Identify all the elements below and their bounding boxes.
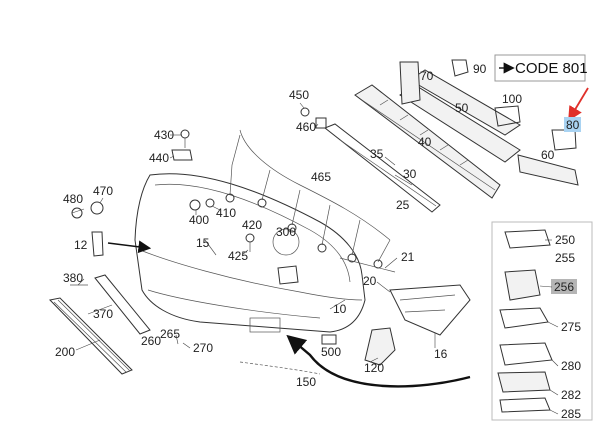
callout-150: 150 [296, 375, 316, 389]
bumper-cover [134, 173, 366, 333]
callout-370: 370 [93, 307, 113, 321]
callout-100: 100 [502, 92, 522, 106]
bracket-100 [494, 105, 521, 127]
callout-410: 410 [216, 206, 236, 220]
bolt-450 [300, 107, 310, 117]
callout-20: 20 [363, 274, 377, 288]
callout-400: 400 [189, 213, 209, 227]
callout-465: 465 [311, 170, 331, 184]
callout-50: 50 [455, 101, 469, 115]
callout-70: 70 [420, 69, 434, 83]
callout-460: 460 [296, 120, 316, 134]
callout-10: 10 [333, 302, 347, 316]
sensor-400 [189, 199, 201, 211]
code-label: CODE 801 [515, 60, 588, 77]
bracket-12 [91, 231, 104, 257]
arrow-to-12 [107, 240, 152, 254]
leader-lines [71, 102, 559, 415]
callout-300: 300 [276, 225, 296, 239]
bracket-80 [551, 129, 577, 151]
callout-25: 25 [396, 198, 410, 212]
curved-arrow [286, 334, 471, 388]
callout-250: 250 [555, 233, 575, 247]
strip-21 [339, 257, 396, 273]
callout-30: 30 [403, 167, 417, 181]
bolt-420 [245, 233, 255, 252]
sensor-470 [90, 201, 104, 215]
bracket-16 [389, 284, 471, 336]
callout-200: 200 [55, 345, 75, 359]
bracket-15 [204, 239, 217, 256]
bracket-60 [517, 154, 579, 186]
callout-255: 255 [555, 251, 575, 265]
callout-15: 15 [196, 236, 210, 250]
callout-12: 12 [74, 238, 88, 252]
clip-460 [315, 117, 327, 129]
callout-285: 285 [561, 407, 581, 421]
callout-270: 270 [193, 341, 213, 355]
callout-425: 425 [228, 249, 248, 263]
callout-80: 80 [566, 118, 580, 132]
clip-500 [321, 334, 337, 345]
callout-90: 90 [473, 62, 487, 76]
callout-275: 275 [561, 320, 581, 334]
callout-440: 440 [149, 151, 169, 165]
callout-21: 21 [401, 250, 415, 264]
callout-430: 430 [154, 128, 174, 142]
callout-40: 40 [418, 135, 432, 149]
callout-450: 450 [289, 88, 309, 102]
red-indicator-arrow [568, 87, 589, 122]
lower-grille [49, 297, 133, 375]
reference-panel [491, 221, 593, 421]
wiring-harness [225, 129, 391, 269]
callout-260: 260 [141, 334, 161, 348]
sensor-410 [205, 198, 215, 208]
callout-265: 265 [160, 327, 180, 341]
impact-bar [354, 84, 501, 199]
callout-470: 470 [93, 184, 113, 198]
absorber-50 [409, 69, 521, 136]
callout-256: 256 [554, 280, 574, 294]
highlight-80 [564, 117, 581, 132]
callout-420: 420 [242, 218, 262, 232]
callout-60: 60 [541, 148, 555, 162]
clip-440 [171, 149, 193, 161]
side-rail-25 [324, 123, 441, 213]
callout-35: 35 [370, 147, 384, 161]
callout-480: 480 [63, 192, 83, 206]
callout-280: 280 [561, 359, 581, 373]
callout-16: 16 [434, 347, 448, 361]
sensor-480 [71, 207, 83, 219]
chrome-strip [239, 361, 321, 375]
cover-300 [272, 228, 300, 285]
fastener-430 [180, 129, 190, 148]
bracket-90 [451, 59, 469, 77]
callout-500: 500 [321, 345, 341, 359]
callout-380: 380 [63, 271, 83, 285]
underbody-panel [364, 327, 396, 366]
trim-strip [94, 274, 151, 335]
bracket-70 [399, 61, 421, 105]
highlight-256 [551, 279, 577, 294]
callout-120: 120 [364, 361, 384, 375]
callout-282: 282 [561, 388, 581, 402]
code-box: CODE 801 [494, 54, 588, 82]
